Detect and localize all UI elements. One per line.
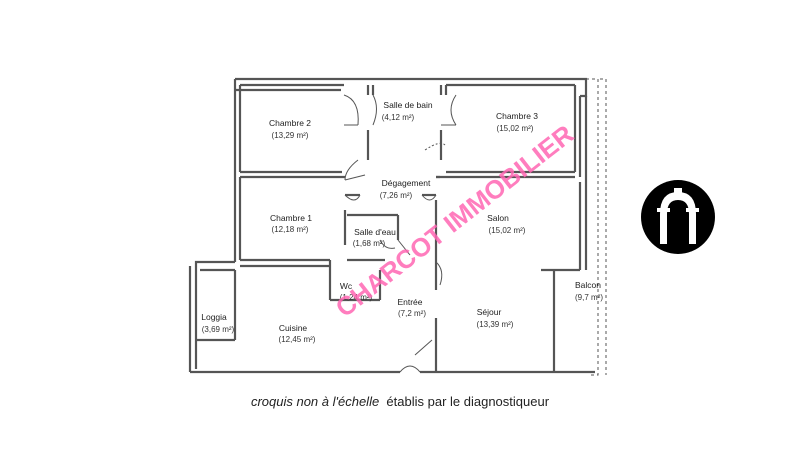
room-name-salle-deau: Salle d'eau (354, 227, 396, 237)
room-area-degagement: (7,26 m²) (380, 191, 413, 200)
room-area-chambre2: (13,29 m²) (272, 131, 309, 140)
room-name-balcon: Balcon (575, 280, 601, 290)
room-area-sejour: (13,39 m²) (477, 320, 514, 329)
room-name-chambre3: Chambre 3 (496, 111, 538, 121)
room-area-chambre1: (12,18 m²) (272, 225, 309, 234)
room-area-salon: (15,02 m²) (489, 226, 526, 235)
room-name-entree: Entrée (397, 297, 422, 307)
caption-rest: établis par le diagnostiqueur (386, 394, 550, 409)
room-area-wc: (1,24 m²) (340, 293, 373, 302)
room-name-wc: Wc (340, 281, 353, 291)
walls (188, 77, 595, 374)
room-name-sejour: Séjour (477, 307, 502, 317)
arch-logo-icon (641, 180, 715, 254)
room-area-entree: (7,2 m²) (398, 309, 426, 318)
room-name-loggia: Loggia (201, 312, 227, 322)
room-area-salle-de-bain: (4,12 m²) (382, 113, 415, 122)
room-name-cuisine: Cuisine (279, 323, 308, 333)
room-name-chambre1: Chambre 1 (270, 213, 312, 223)
room-area-loggia: (3,69 m²) (202, 325, 235, 334)
door-swings (343, 94, 457, 373)
room-name-salon: Salon (487, 213, 509, 223)
caption-italic: croquis non à l'échelle (250, 394, 380, 409)
caption: croquis non à l'échelle établis par le d… (0, 394, 800, 409)
balcony-outline (586, 78, 607, 376)
room-area-balcon: (9,7 m²) (575, 293, 603, 302)
room-area-salle-deau: (1,68 m²) (353, 239, 386, 248)
room-area-cuisine: (12,45 m²) (279, 335, 316, 344)
room-name-salle-de-bain: Salle de bain (383, 100, 432, 110)
room-area-chambre3: (15,02 m²) (497, 124, 534, 133)
room-labels: Chambre 2 (13,29 m²) Salle de bain (4,12… (201, 100, 603, 344)
room-name-chambre2: Chambre 2 (269, 118, 311, 128)
room-name-degagement: Dégagement (382, 178, 431, 188)
